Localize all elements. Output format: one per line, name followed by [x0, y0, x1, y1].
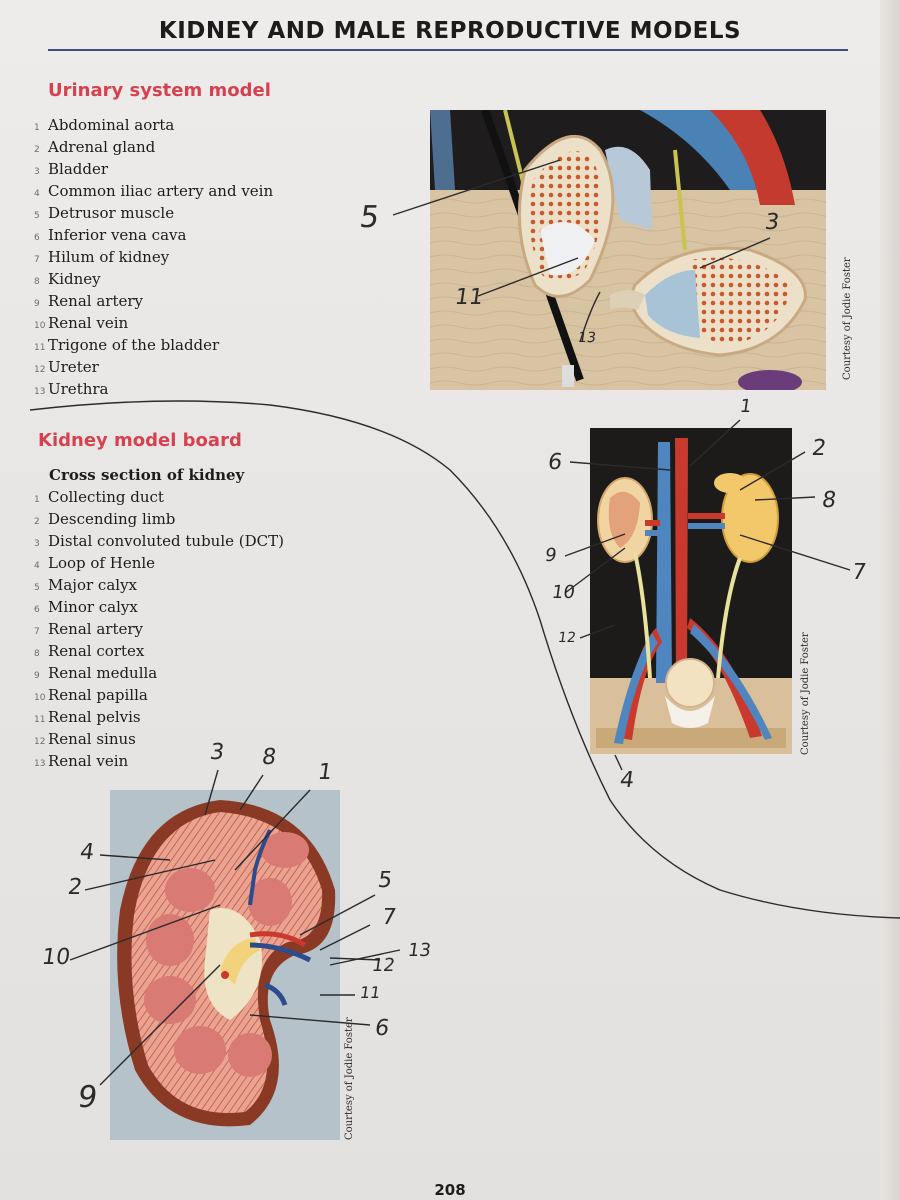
urinary-system-model-photo [590, 428, 792, 754]
annotation-number: 11 [358, 983, 382, 1002]
page-number: 208 [434, 1181, 466, 1199]
page-title: KIDNEY AND MALE REPRODUCTIVE MODELS [158, 18, 742, 44]
kidney-board-subheading: Cross section of kidney [49, 466, 245, 484]
annotation-number: 12 [556, 630, 577, 646]
annotation-number: 11 [453, 285, 485, 310]
annotation-number: 10 [40, 945, 72, 970]
bladder-model-photo [430, 110, 826, 390]
annotation-number: 12 [370, 955, 397, 976]
annotation-number: 13 [406, 940, 433, 961]
page-edge [880, 0, 900, 1200]
title-rule [48, 49, 848, 51]
annotation-number: 10 [550, 582, 577, 603]
urinary-heading: Urinary system model [48, 80, 271, 101]
kidney-board-heading: Kidney model board [38, 430, 242, 451]
annotation-number: 13 [576, 330, 597, 346]
